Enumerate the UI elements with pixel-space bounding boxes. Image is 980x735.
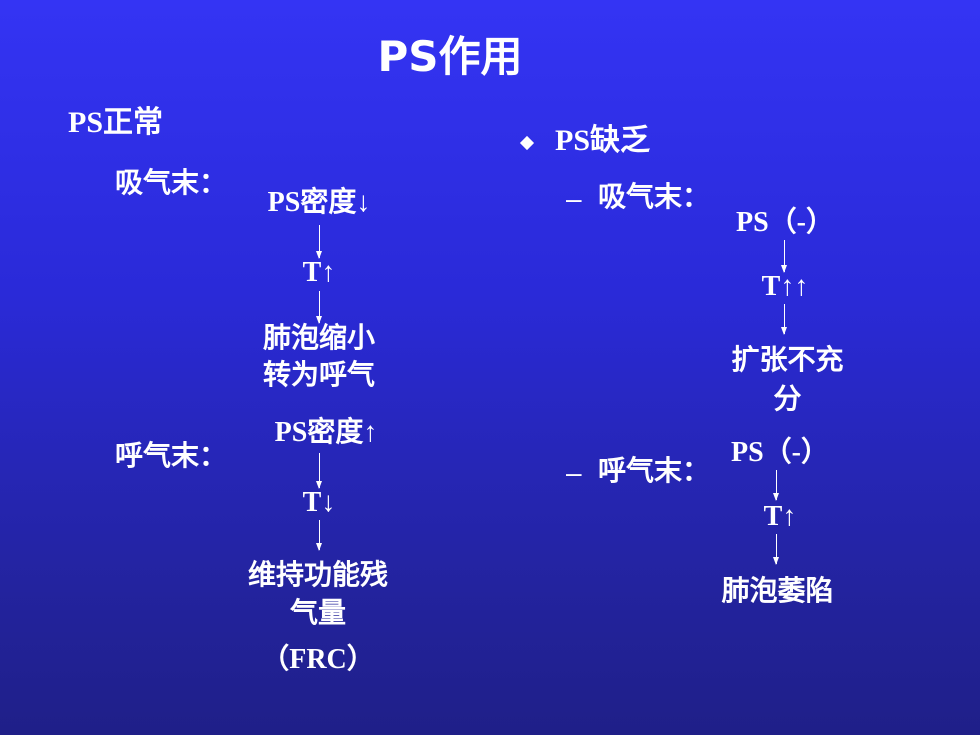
- right-exp-tension-up: T↑: [763, 501, 797, 532]
- left-insp-tension-up: T↑: [302, 257, 336, 288]
- left-exp-tension-down: T↓: [302, 487, 336, 518]
- left-expiration-label: 呼气末：: [115, 439, 228, 472]
- right-exp-result-alveolar-collapse: 肺泡萎陷: [721, 574, 834, 607]
- left-inspiration-label: 吸气末：: [115, 166, 228, 199]
- right-insp-result-line1: 扩张不充: [731, 343, 844, 376]
- ps-normal-heading: PS正常: [68, 106, 164, 139]
- arrow-down-icon: [773, 470, 779, 501]
- right-insp-ps-none: PS（-）: [735, 207, 834, 238]
- arrow-down-icon: [316, 520, 322, 551]
- left-exp-result-line1: 维持功能残: [247, 558, 388, 591]
- right-expiration-label: 呼气末：: [598, 454, 711, 487]
- arrow-down-icon: [773, 534, 779, 565]
- arrow-down-icon: [781, 240, 787, 273]
- left-exp-result-line2: 气量: [289, 596, 346, 629]
- slide-title: PS作用: [377, 32, 523, 81]
- arrow-down-icon: [316, 225, 322, 259]
- right-inspiration-label: 吸气末：: [598, 180, 711, 213]
- right-insp-tension-up-up: T↑↑: [761, 271, 809, 302]
- left-insp-result-line2: 转为呼气: [262, 358, 375, 391]
- left-insp-ps-density-down: PS密度↓: [267, 187, 371, 218]
- diamond-bullet-icon: [519, 135, 535, 151]
- dash-bullet-icon: –: [566, 183, 582, 214]
- right-exp-ps-none: PS（-）: [730, 437, 829, 468]
- left-exp-result-frc: （FRC）: [261, 644, 375, 675]
- right-insp-result-line2: 分: [773, 382, 802, 415]
- left-insp-result-line1: 肺泡缩小: [262, 321, 375, 354]
- left-exp-ps-density-up: PS密度↑: [274, 417, 378, 448]
- arrow-down-icon: [316, 291, 322, 324]
- dash-bullet-icon: –: [566, 457, 582, 488]
- ps-deficiency-heading: PS缺乏: [555, 124, 651, 157]
- arrow-down-icon: [316, 453, 322, 489]
- arrow-down-icon: [781, 304, 787, 335]
